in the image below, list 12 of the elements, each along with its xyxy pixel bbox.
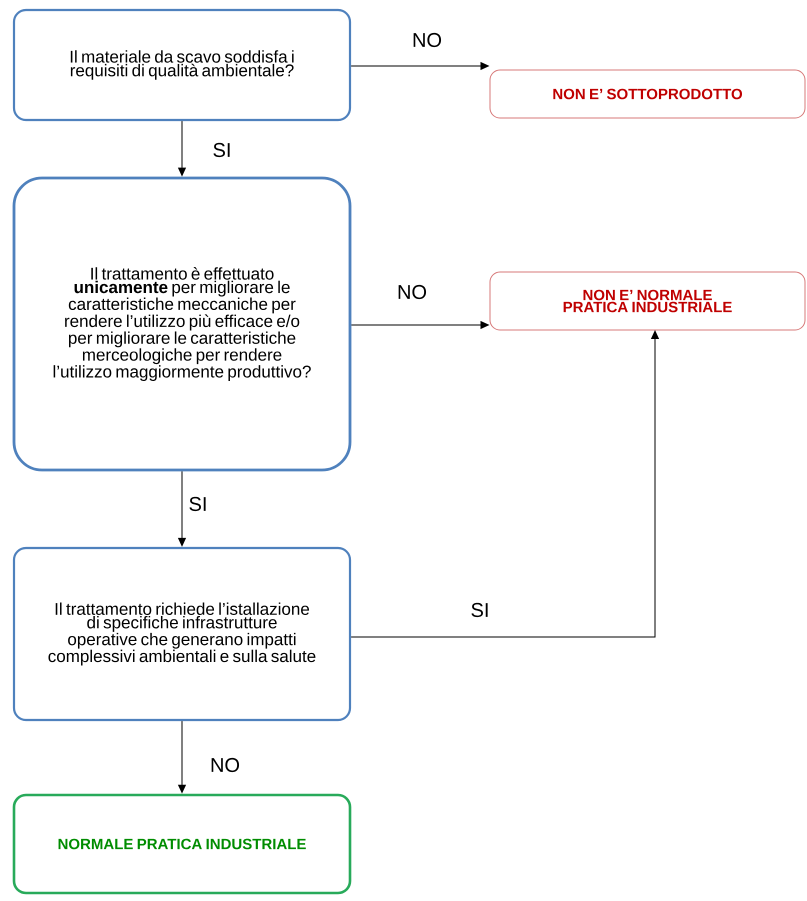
outcome-box: NON E’ SOTTOPRODOTTO bbox=[490, 70, 806, 118]
outcome-box: NON E’ NORMALE PRATICA INDUSTRIALE bbox=[490, 272, 806, 330]
question-box: Il trattamento è effettuato unicamente per migliorare le caratteristiche meccaniche per rendere l’utilizzo più efficace e/o per migliorare le caratteristiche merceologiche per rendere l’utilizzo maggiormente produttivo? bbox=[12, 176, 352, 472]
edge-label: NO bbox=[414, 32, 442, 48]
outcome-box: NORMALE PRATICA INDUSTRIALE bbox=[12, 794, 352, 894]
edge-label: SI bbox=[189, 496, 206, 512]
edge-label: NO bbox=[398, 284, 426, 300]
edge-label: NO bbox=[212, 758, 240, 772]
edge-label: SI bbox=[471, 602, 488, 618]
question-box: Il trattamento richiede l’istallazione di specifiche infrastrutture operative che generano impatti complessivi ambientali e sulla salute bbox=[12, 546, 352, 722]
edge-label: SI bbox=[213, 142, 230, 158]
question-box: Il materiale da scavo soddisfa i requisiti di qualità ambientale? bbox=[12, 8, 352, 122]
